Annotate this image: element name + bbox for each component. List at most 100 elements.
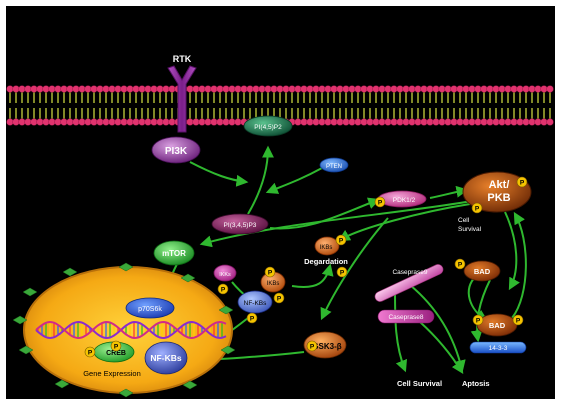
lipid-head (210, 85, 218, 93)
lipid-head (372, 118, 380, 126)
cell-membrane (6, 85, 554, 126)
phosphate-label: P (250, 316, 255, 323)
creb-label: CREB (106, 350, 126, 357)
arrow-pi3k-to-pip3 (189, 161, 249, 187)
caspase9-label: Caseprase9 (392, 269, 427, 276)
lipid-head (114, 85, 122, 93)
lipid-head (18, 118, 26, 126)
lipid-head (324, 118, 332, 126)
arrow-casp9-to-aptosis (409, 284, 466, 373)
nfkbs-nucleus-node: NF-KBs (144, 341, 188, 375)
akt-label-line2: PKB (487, 192, 510, 204)
lipid-head (330, 85, 338, 93)
lipid-head (420, 85, 428, 93)
lipid-head (90, 118, 98, 126)
phosphate-badge: P (246, 312, 258, 324)
lipid-head (252, 85, 260, 93)
lipid-head (84, 85, 92, 93)
arrow-pten-to-pip3 (265, 167, 323, 194)
lipid-head (492, 85, 500, 93)
lipid-head (438, 118, 446, 126)
dna-strand (35, 320, 227, 340)
lipid-head (12, 118, 20, 126)
nuclear-pores (12, 262, 236, 398)
lipid-head (216, 118, 224, 126)
nuclear-pore (54, 379, 70, 389)
arrow-akt-to-gsk3b (320, 217, 389, 321)
lipid-head (78, 118, 86, 126)
lipid-head (84, 118, 92, 126)
lipid-head (354, 85, 362, 93)
lipid-head (342, 118, 350, 126)
lipid-head (120, 118, 128, 126)
lipid-head (504, 118, 512, 126)
lipid-head (438, 85, 446, 93)
nuclear-pore (118, 262, 134, 272)
lipid-head (156, 118, 164, 126)
rtk-label: RTK (173, 54, 192, 64)
phosphate-badge: P (471, 202, 483, 214)
nuclear-pore (182, 380, 198, 390)
lipid-head (114, 118, 122, 126)
pdk-label: PDK1/2 (393, 197, 416, 204)
lipid-head (528, 85, 536, 93)
phosphate-badge: P (335, 234, 347, 246)
arrow-casp9-to-survival (394, 289, 408, 373)
lipid-head (222, 85, 230, 93)
lipid-head (168, 85, 176, 93)
lipid-head (546, 118, 554, 126)
lipid-head (24, 118, 32, 126)
lipid-head (546, 85, 554, 93)
lipid-head (12, 85, 20, 93)
ikbs-node: IKBs (260, 271, 286, 293)
lipid-head (336, 85, 344, 93)
lipid-head (264, 85, 272, 93)
p1433-label: 14-3-3 (489, 345, 508, 352)
lipid-head (210, 118, 218, 126)
nfkbs-label: NF-KBs (244, 300, 268, 307)
phosphate-badge: P (273, 292, 285, 304)
lipid-head (216, 85, 224, 93)
lipid-head (150, 118, 158, 126)
lipid-head (426, 85, 434, 93)
arrow-casp8-to-aptosis (419, 321, 464, 375)
cell-survival-bottom-label: Cell Survival (397, 379, 442, 388)
pip3-label: PI(3,4,5)P3 (224, 222, 257, 229)
phosphate-label: P (476, 318, 481, 325)
lipid-head (510, 85, 518, 93)
lipid-head (462, 85, 470, 93)
lipid-head (396, 85, 404, 93)
lipid-head (468, 118, 476, 126)
lipid-head (402, 85, 410, 93)
lipid-head (48, 118, 56, 126)
lipid-head (318, 85, 326, 93)
lipid-head (354, 118, 362, 126)
lipid-head (384, 85, 392, 93)
pten-label: PTEN (326, 164, 342, 170)
lipid-head (96, 85, 104, 93)
lipid-head (162, 118, 170, 126)
lipid-head (306, 85, 314, 93)
lipid-head (480, 118, 488, 126)
lipid-head (126, 118, 134, 126)
lipid-head (342, 85, 350, 93)
caspase9-node: Caseprase9 (374, 264, 444, 302)
nuclear-pore (218, 305, 234, 315)
phosphate-label: P (516, 318, 521, 325)
lipid-head (498, 85, 506, 93)
lipid-head (36, 85, 44, 93)
phosphate-badge: P (512, 314, 524, 326)
lipid-head (534, 85, 542, 93)
lipid-head (462, 118, 470, 126)
phosphate-badge: P (264, 266, 276, 278)
lipid-head (444, 85, 452, 93)
lipid-head (534, 118, 542, 126)
lipid-head (234, 118, 242, 126)
dna-strand (35, 320, 227, 340)
lipid-head (54, 118, 62, 126)
degradation-label: Degardation (304, 257, 348, 266)
bad-bottom-node: BAD (476, 313, 518, 337)
lipid-head (300, 118, 308, 126)
lipid-head (402, 118, 410, 126)
